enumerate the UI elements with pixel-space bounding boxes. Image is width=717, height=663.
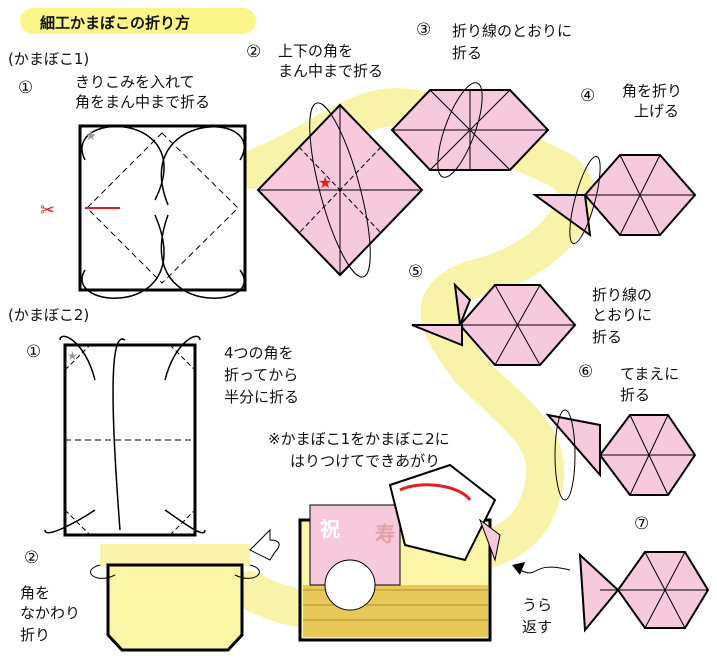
step7-shape (512, 551, 710, 633)
section1-heading: (かまぼこ1) (8, 50, 90, 68)
step2-number: ② (246, 42, 262, 62)
step5-text-line3: 折る (592, 328, 623, 346)
step2-diamond: ★ (256, 102, 424, 278)
step6-text-line2: 折る (620, 386, 651, 404)
note-line2: はりつけてできあがり (290, 452, 441, 470)
step4-shape (531, 154, 697, 245)
step2-text-line1: 上下の角を (278, 42, 354, 60)
k2-step1-text-line1: 4つの角を (224, 344, 294, 362)
k2-step2-number: ② (24, 548, 40, 568)
step4-text-line2: 上げる (634, 102, 680, 120)
step1-square: ★ ✂ (40, 124, 247, 299)
step6-number: ⑥ (578, 362, 594, 382)
step4-number: ④ (580, 86, 596, 106)
step7-text-line1: うら (522, 596, 553, 614)
k2-step2-text-line1: 角を (20, 584, 51, 602)
step5-number: ⑤ (408, 262, 424, 282)
note-line1: ※かまぼこ1をかまぼこ2に (268, 430, 450, 448)
step6-shape (545, 409, 697, 501)
k2-step1-text-line3: 半分に折る (224, 388, 300, 406)
step6-text-line1: てまえに (620, 365, 680, 383)
step2-text-line2: まん中まで折る (278, 62, 384, 80)
step7-number: ⑦ (634, 514, 650, 534)
k2-step1-text-line2: 折ってから (224, 366, 299, 384)
page-title: 細工かまぼこの折り方 (40, 14, 191, 32)
svg-text:★: ★ (85, 129, 97, 144)
step7-text-line2: 返す (522, 618, 553, 636)
kanji-iwai: 祝 (320, 517, 340, 541)
step3-hexagon (390, 82, 550, 178)
step5-shape (411, 282, 577, 366)
step1-text-line2: 角をまん中まで折る (75, 93, 211, 111)
k2-step1-number: ① (26, 342, 42, 362)
section2-heading: (かまぼこ2) (8, 306, 90, 324)
step1-text-line1: きりこみを入れて (75, 73, 195, 91)
step3-text-line1: 折り線のとおりに (452, 22, 573, 40)
kanji-kotobuki: 寿 (375, 522, 395, 546)
svg-text:✂: ✂ (40, 200, 55, 221)
finished-basket (298, 463, 501, 642)
svg-text:★: ★ (67, 349, 78, 363)
step5-text-line2: とおりに (592, 306, 653, 324)
k2-step2-text-line3: 折り (20, 626, 51, 644)
step1-number: ① (18, 78, 34, 98)
svg-text:★: ★ (318, 173, 332, 192)
k2-step2-shape (90, 563, 260, 652)
title-highlight (20, 8, 256, 34)
step3-number: ③ (416, 20, 432, 40)
k2-step1-rect: ★ (44, 335, 206, 537)
k2-step2-text-line2: なかわり (20, 604, 81, 622)
step3-text-line2: 折る (452, 44, 483, 62)
step5-text-line1: 折り線の (592, 286, 653, 304)
step4-text-line1: 角を折り (622, 82, 683, 100)
